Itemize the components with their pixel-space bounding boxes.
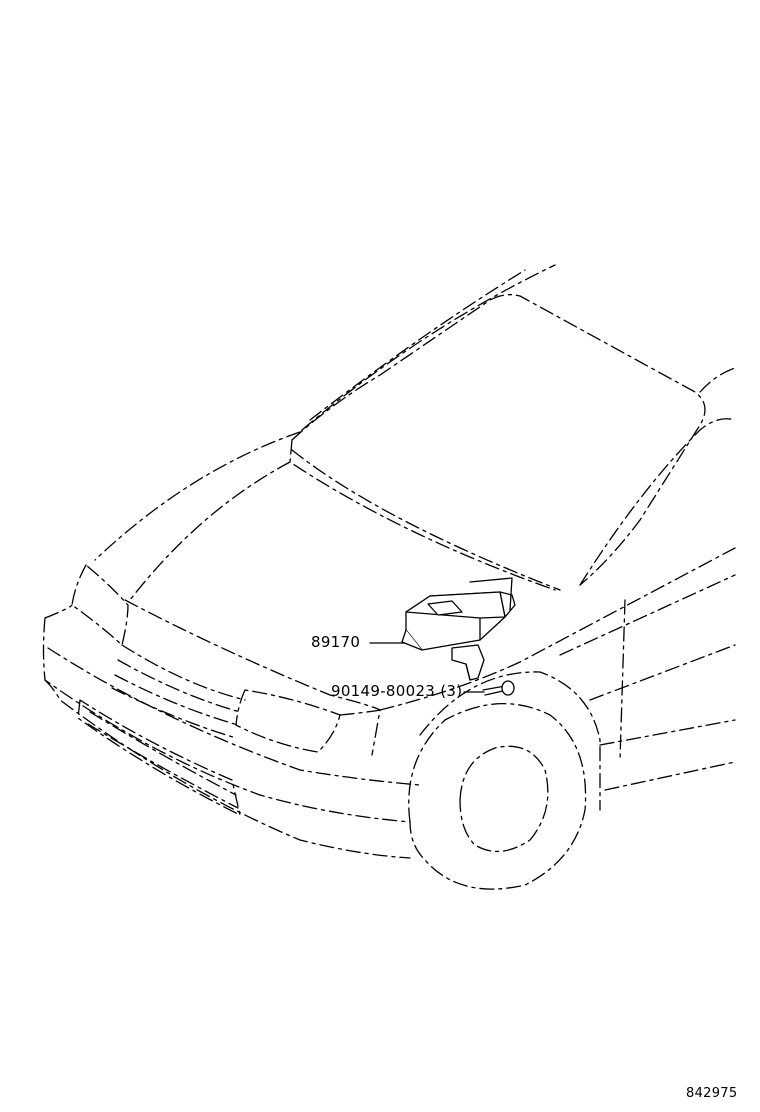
lower-grille (77, 699, 241, 816)
roof-line-inner (309, 269, 526, 421)
part-label-bolt: 90149-80023 (3) (331, 682, 463, 700)
ecu-module (401, 577, 516, 681)
hood-front-edge (124, 599, 381, 711)
a-pillar (579, 418, 736, 586)
roof-line (301, 264, 556, 431)
cowl-line (291, 449, 561, 591)
grille-stripe-2 (114, 674, 239, 726)
bumper-mid (47, 647, 421, 786)
bumper-lower (44, 679, 411, 859)
tire-outer (408, 702, 587, 890)
grille-stripe-1 (117, 659, 241, 713)
windshield (291, 294, 706, 586)
headlight-right (235, 689, 341, 753)
bolt (482, 680, 515, 696)
lower-grille-slat-2 (87, 723, 239, 809)
hood-left-edge (94, 431, 301, 561)
part-label-ecu: 89170 (311, 633, 361, 651)
illustration-code: 842975 (686, 1086, 738, 1101)
cowl-line-2 (289, 439, 556, 591)
grille-stripe-3 (111, 687, 237, 739)
bumper-top (44, 604, 73, 619)
grille-upper (121, 644, 246, 701)
fender-top (379, 547, 736, 711)
door-line (619, 599, 626, 761)
side-line-3 (604, 761, 736, 791)
lower-grille-slat-1 (89, 711, 237, 796)
headlight-left (71, 564, 129, 646)
headlight-right-inner (339, 709, 381, 756)
car-body-outline (42, 264, 736, 890)
side-line-1 (589, 644, 736, 701)
fender-line-2 (559, 574, 736, 656)
wheel-arch (419, 671, 601, 811)
bumper-outline (42, 617, 411, 823)
a-pillar-2 (699, 367, 736, 393)
wheel-rim (459, 745, 549, 852)
side-line-2 (599, 719, 736, 746)
hood-left-inner (129, 461, 291, 601)
